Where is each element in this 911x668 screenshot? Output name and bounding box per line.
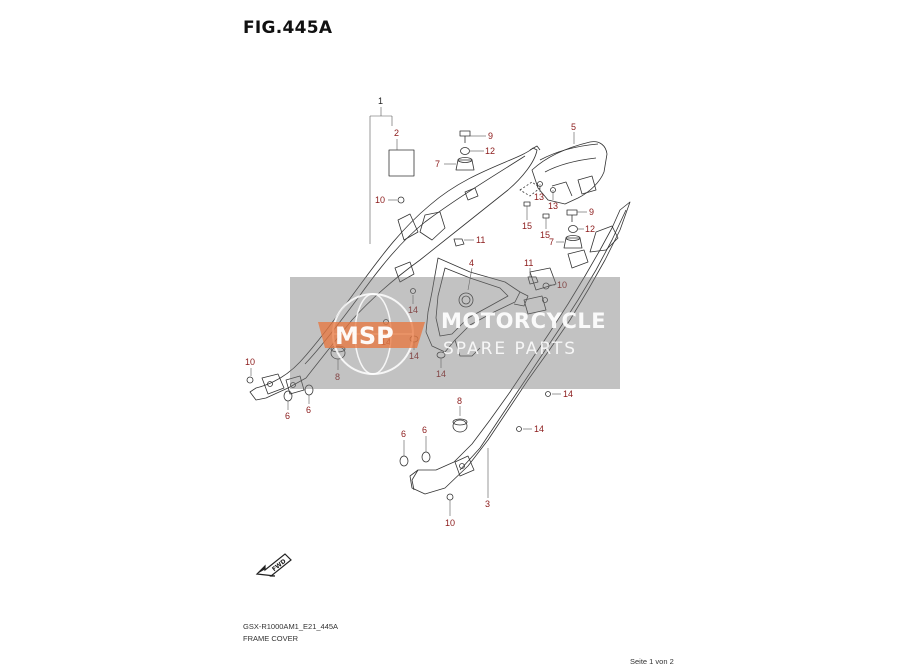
- watermark-brand: MOTORCYCLE: [441, 309, 607, 333]
- watermark-tagline: SPARE PARTS: [443, 339, 578, 359]
- callout-3: 3: [485, 499, 490, 509]
- callout-4: 4: [469, 258, 474, 268]
- callout-10d: 10: [445, 518, 455, 528]
- callout-7b: 7: [549, 237, 554, 247]
- callout-6a: 6: [285, 411, 290, 421]
- callout-10a: 10: [375, 195, 385, 205]
- callout-2: 2: [394, 128, 399, 138]
- callout-13b: 13: [548, 201, 558, 211]
- center-cover: [425, 257, 521, 353]
- callout-15b: 15: [540, 230, 550, 240]
- section-name: FRAME COVER: [243, 634, 299, 643]
- callout-1: 1: [378, 96, 383, 106]
- callout-12b: 12: [585, 224, 595, 234]
- msp-logo-icon: MSP: [318, 293, 425, 375]
- callout-6b: 6: [306, 405, 311, 415]
- callout-14c: 14: [409, 351, 419, 361]
- callout-14f: 14: [534, 424, 544, 434]
- callout-8a: 8: [335, 372, 340, 382]
- callout-11b: 11: [524, 258, 533, 268]
- figure-title: FIG.445A: [243, 18, 333, 38]
- callout-14a: 14: [408, 305, 418, 315]
- model-code: GSX-R1000AM1_E21_445A: [243, 622, 339, 631]
- watermark-logo-text: MSP: [335, 322, 394, 350]
- callout-8b: 8: [457, 396, 462, 406]
- callout-9a: 9: [488, 131, 493, 141]
- callout-12a: 12: [485, 146, 495, 156]
- left-frame-cover: [249, 147, 538, 401]
- callout-13a: 13: [534, 192, 544, 202]
- callout-7a: 7: [435, 159, 440, 169]
- forward-arrow-icon: FWD: [255, 553, 292, 577]
- callout-14e: 14: [563, 389, 573, 399]
- callout-10c: 10: [557, 280, 567, 290]
- callout-10b: 10: [245, 357, 255, 367]
- callout-6c: 6: [401, 429, 406, 439]
- callout-14d: 14: [436, 369, 446, 379]
- callout-9b: 9: [589, 207, 594, 217]
- page-indicator: Seite 1 von 2: [630, 657, 674, 666]
- callout-6d: 6: [422, 425, 427, 435]
- tail-cover: [531, 141, 608, 205]
- callout-15a: 15: [522, 221, 532, 231]
- right-frame-cover: [409, 201, 631, 495]
- callout-11a: 11: [476, 235, 485, 245]
- callout-5: 5: [571, 122, 576, 132]
